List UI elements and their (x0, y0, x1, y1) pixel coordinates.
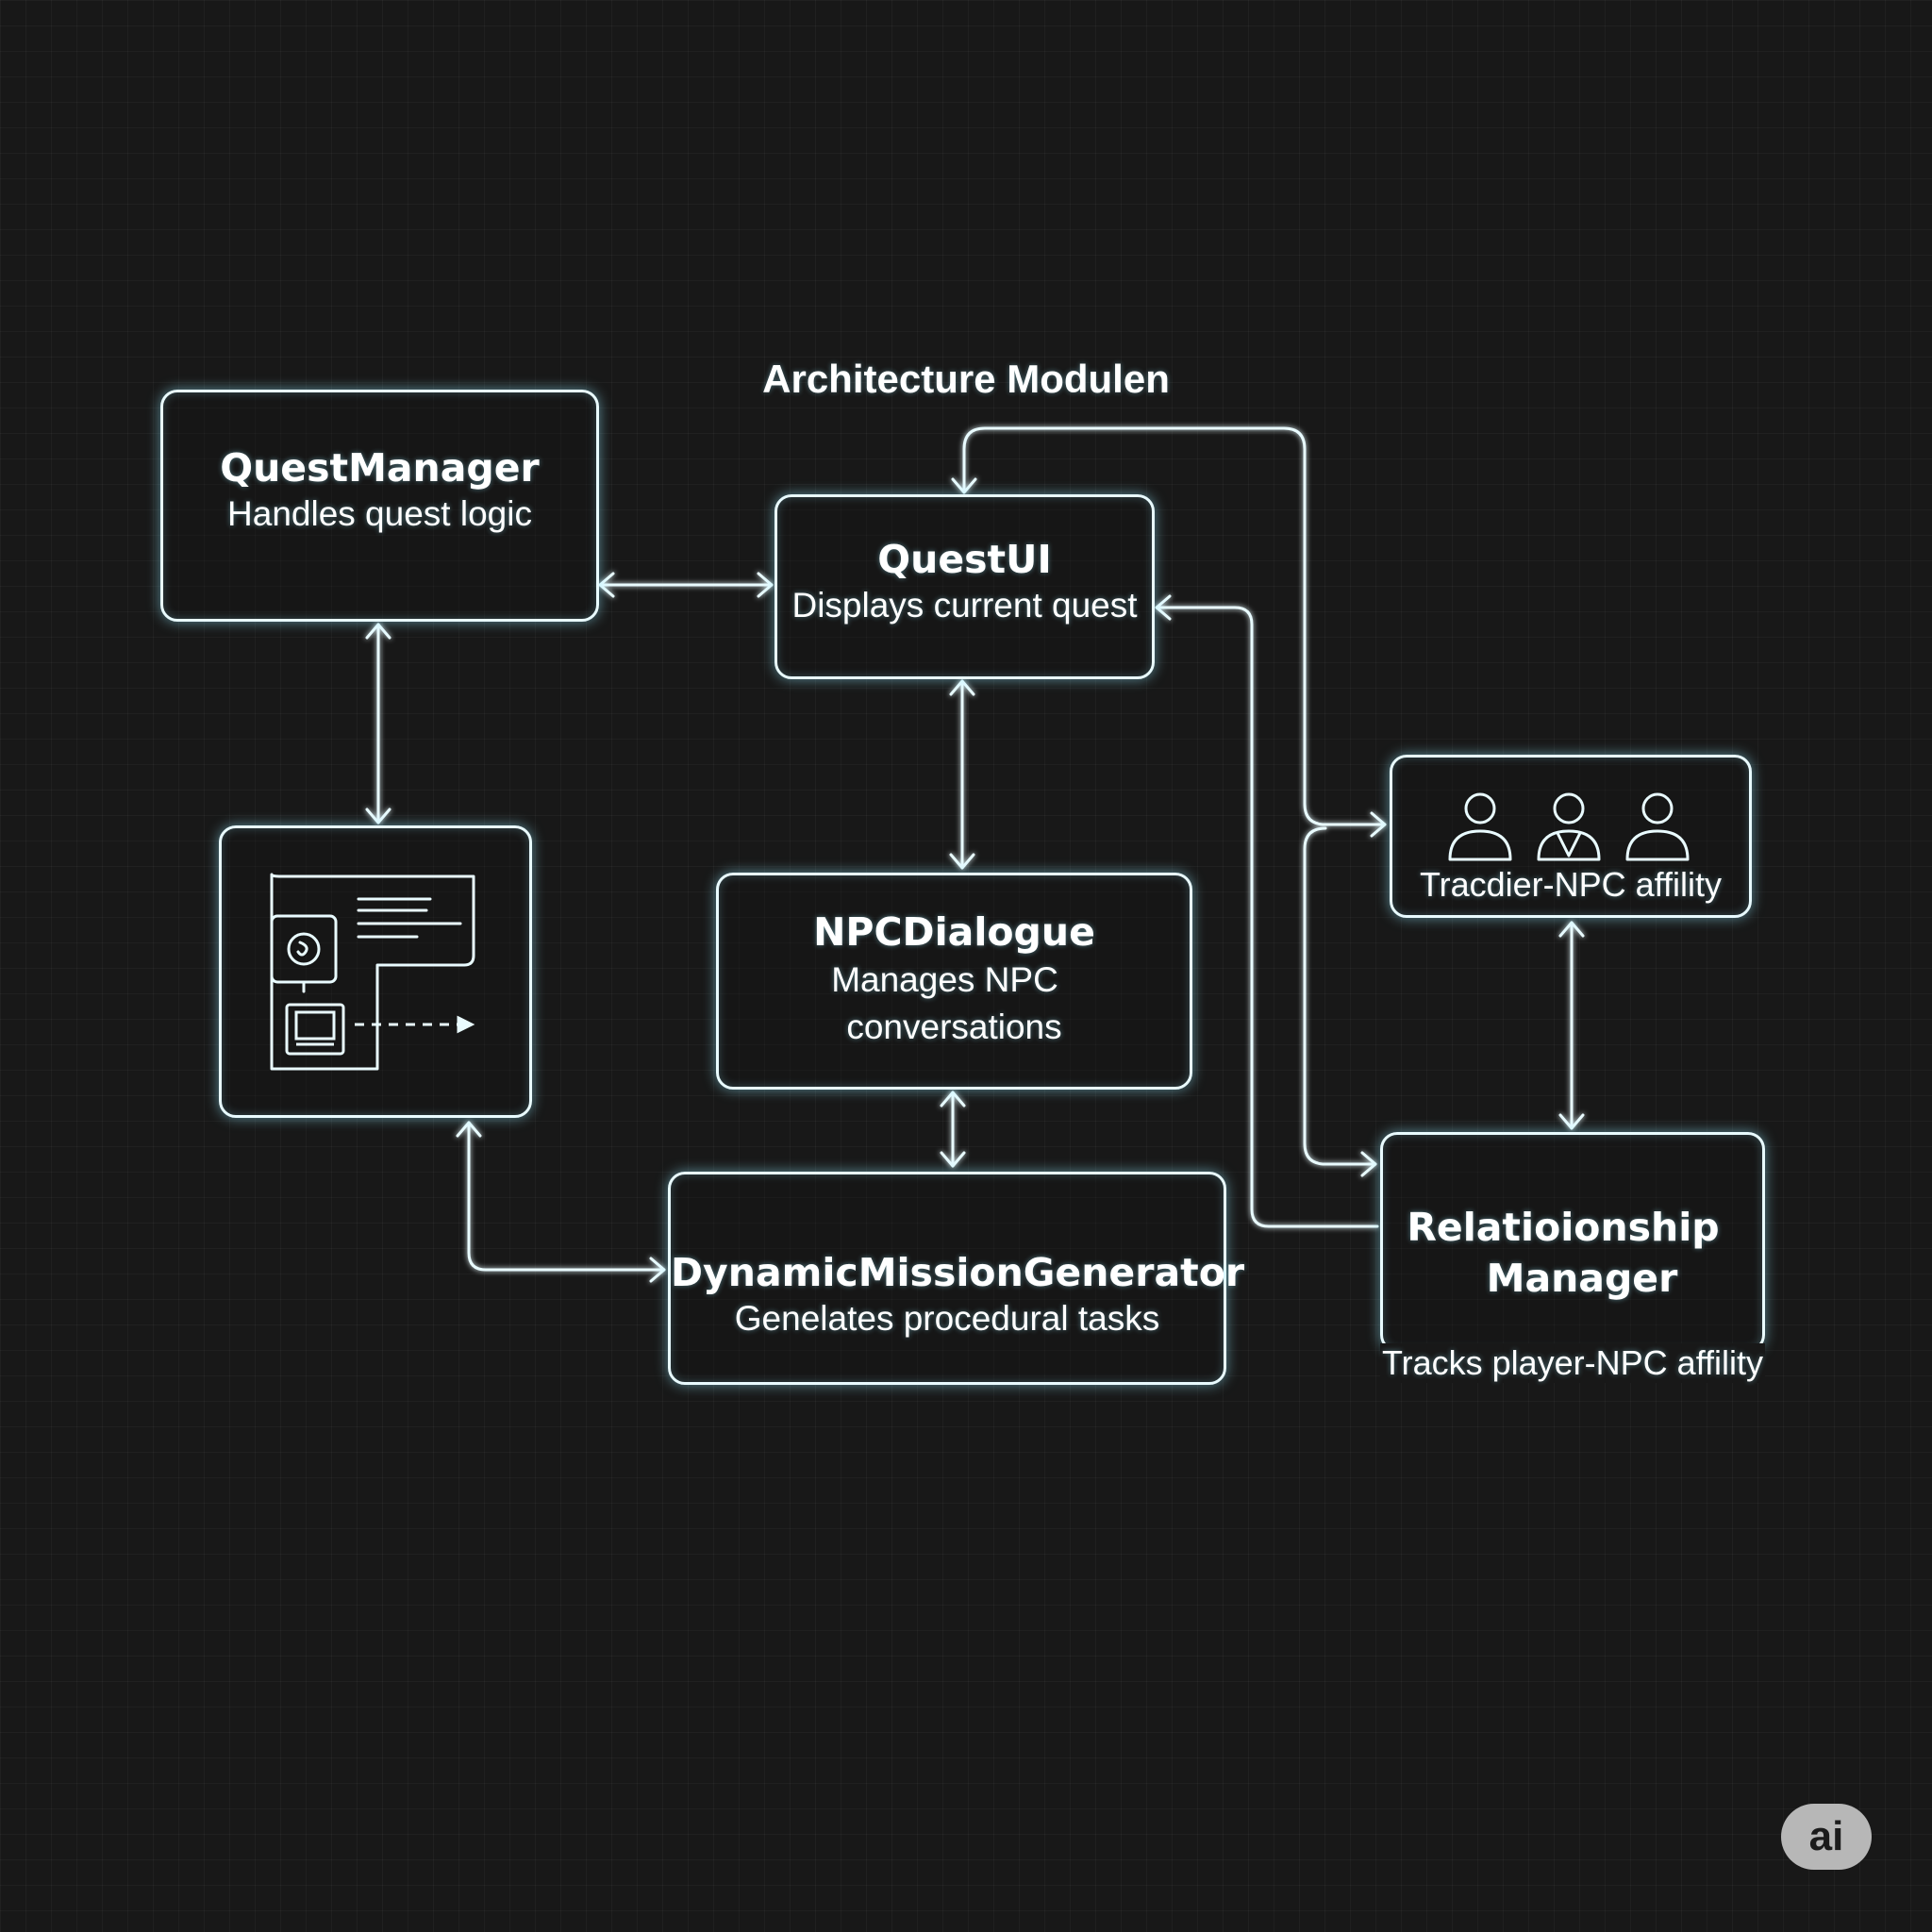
quest-ui-title: QuestUI (877, 537, 1052, 582)
connector-npcdialogue-dynamicmission (940, 1091, 966, 1168)
people-icon (1448, 792, 1690, 861)
quest-ui-desc: Displays current quest (791, 586, 1138, 625)
diagram-title: Architecture Modulen (762, 357, 1170, 401)
npc-dialogue-desc-line2: conversations (846, 1008, 1062, 1046)
relationship-manager-title-line1: Relatioionship (1407, 1205, 1720, 1250)
relationship-manager-desc: Tracks player-NPC affility (1380, 1343, 1765, 1383)
tracker-desc: Tracdier-NPC affility (1419, 865, 1723, 904)
connector-questmanager-questui (598, 572, 774, 598)
widget-node[interactable] (219, 825, 532, 1118)
tracker-node[interactable]: Tracdier-NPC affility (1390, 755, 1752, 918)
connector-branch-relationship (1303, 826, 1377, 1177)
dynamic-mission-desc: Genelates procedural tasks (734, 1299, 1160, 1338)
npc-dialogue-node[interactable]: NPCDialogue Manages NPC conversations (716, 873, 1192, 1090)
connector-tracker-relationship (1558, 921, 1585, 1130)
connector-relationship-questui (1155, 594, 1379, 1228)
connector-questui-npcdialogue (949, 679, 975, 870)
document-icon (270, 873, 475, 1071)
laptop-icon (285, 1003, 345, 1056)
quest-manager-node[interactable]: QuestManager Handles quest logic (160, 390, 599, 622)
ai-badge: ai (1781, 1804, 1872, 1870)
quest-manager-title: QuestManager (220, 445, 540, 491)
connector-questmanager-widget (365, 623, 391, 824)
arrow-icon (355, 1015, 475, 1034)
quest-manager-desc: Handles quest logic (227, 494, 532, 533)
quest-ui-node[interactable]: QuestUI Displays current quest (774, 494, 1155, 679)
dynamic-mission-title: DynamicMissionGenerator (671, 1250, 1245, 1295)
connector-top-loop (951, 426, 1387, 838)
dynamic-mission-node[interactable]: DynamicMissionGenerator Genelates proced… (668, 1172, 1245, 1385)
relationship-manager-title-line2: Manager (1486, 1256, 1678, 1301)
relationship-manager-node[interactable]: Relatioionship Manager (1380, 1132, 1765, 1352)
npc-dialogue-title: NPCDialogue (813, 909, 1095, 955)
connector-widget-dynamicmission (456, 1121, 666, 1283)
npc-dialogue-desc-line1: Manages NPC (831, 960, 1058, 999)
